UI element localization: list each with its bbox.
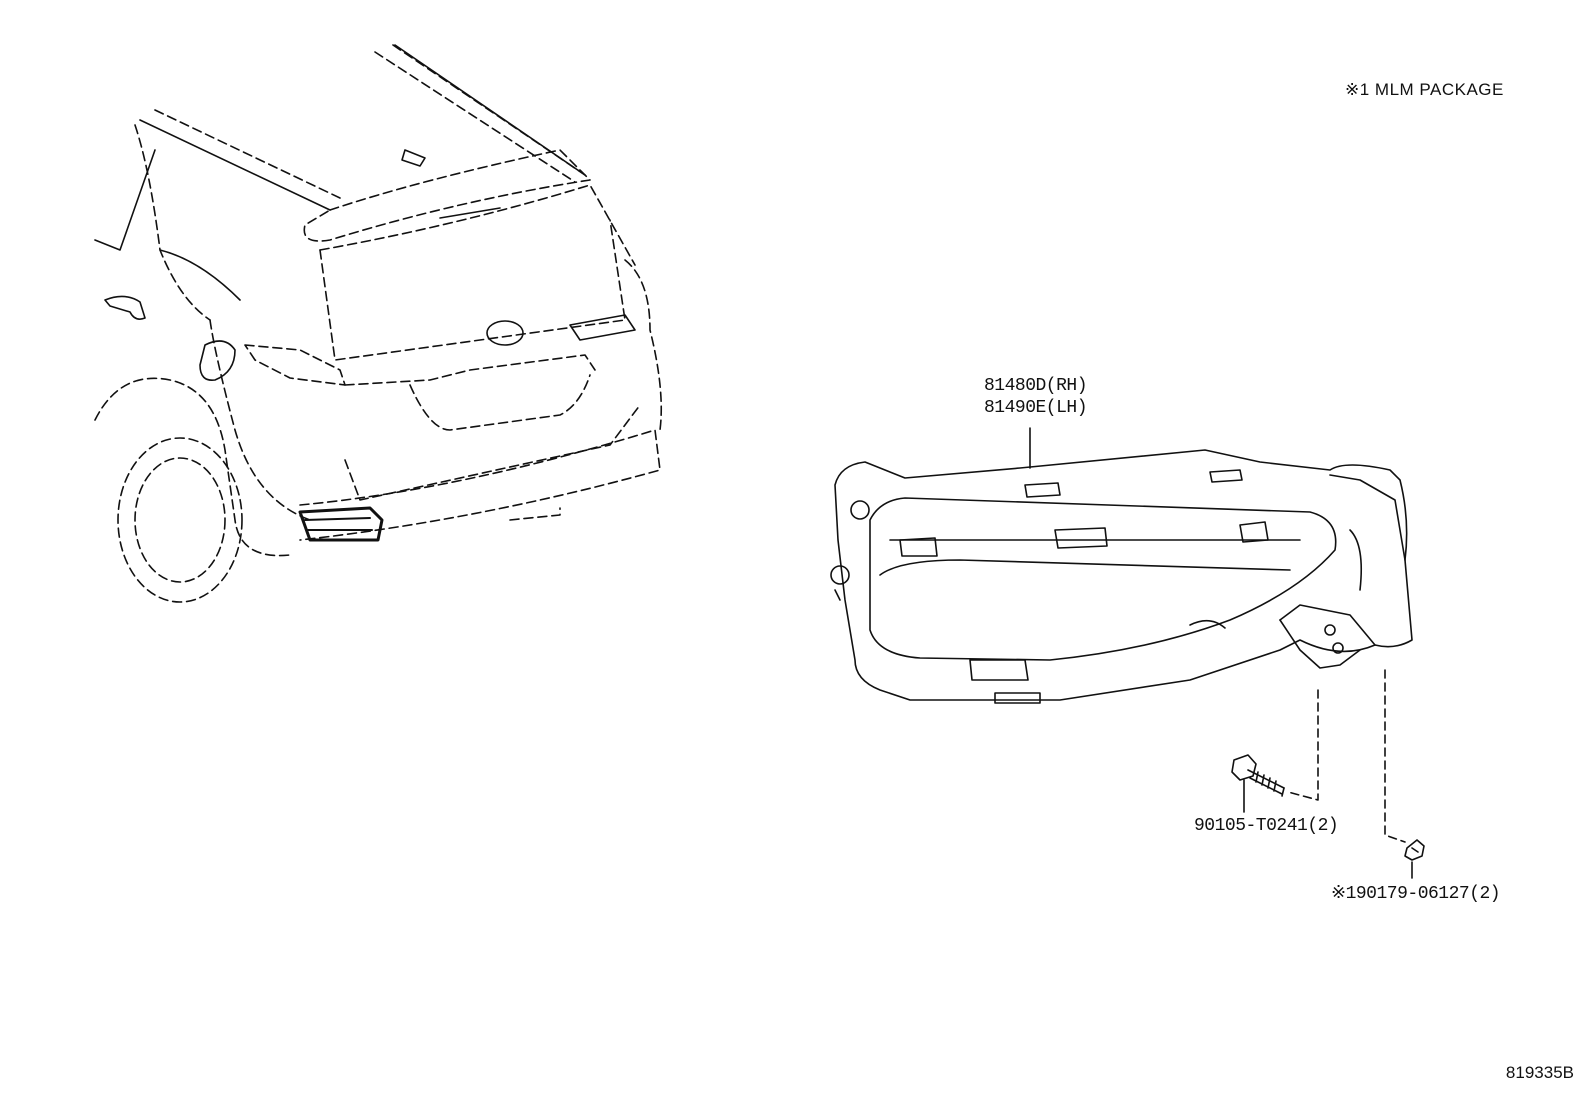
fasteners xyxy=(1231,669,1425,879)
illustration-code: 819335B xyxy=(1505,1063,1574,1082)
part-number-bolt: 90105-T0241(2) xyxy=(1194,816,1339,836)
vehicle-illustration xyxy=(94,44,663,603)
reflector-assembly xyxy=(830,427,1413,704)
part-number-rh-reflector: 81480D(RH) xyxy=(984,376,1088,396)
part-number-clip: ※190179-06127(2) xyxy=(1331,884,1501,904)
package-note: ※1 MLM PACKAGE xyxy=(1345,80,1504,99)
part-number-lh-reflector: 81490E(LH) xyxy=(984,398,1088,418)
